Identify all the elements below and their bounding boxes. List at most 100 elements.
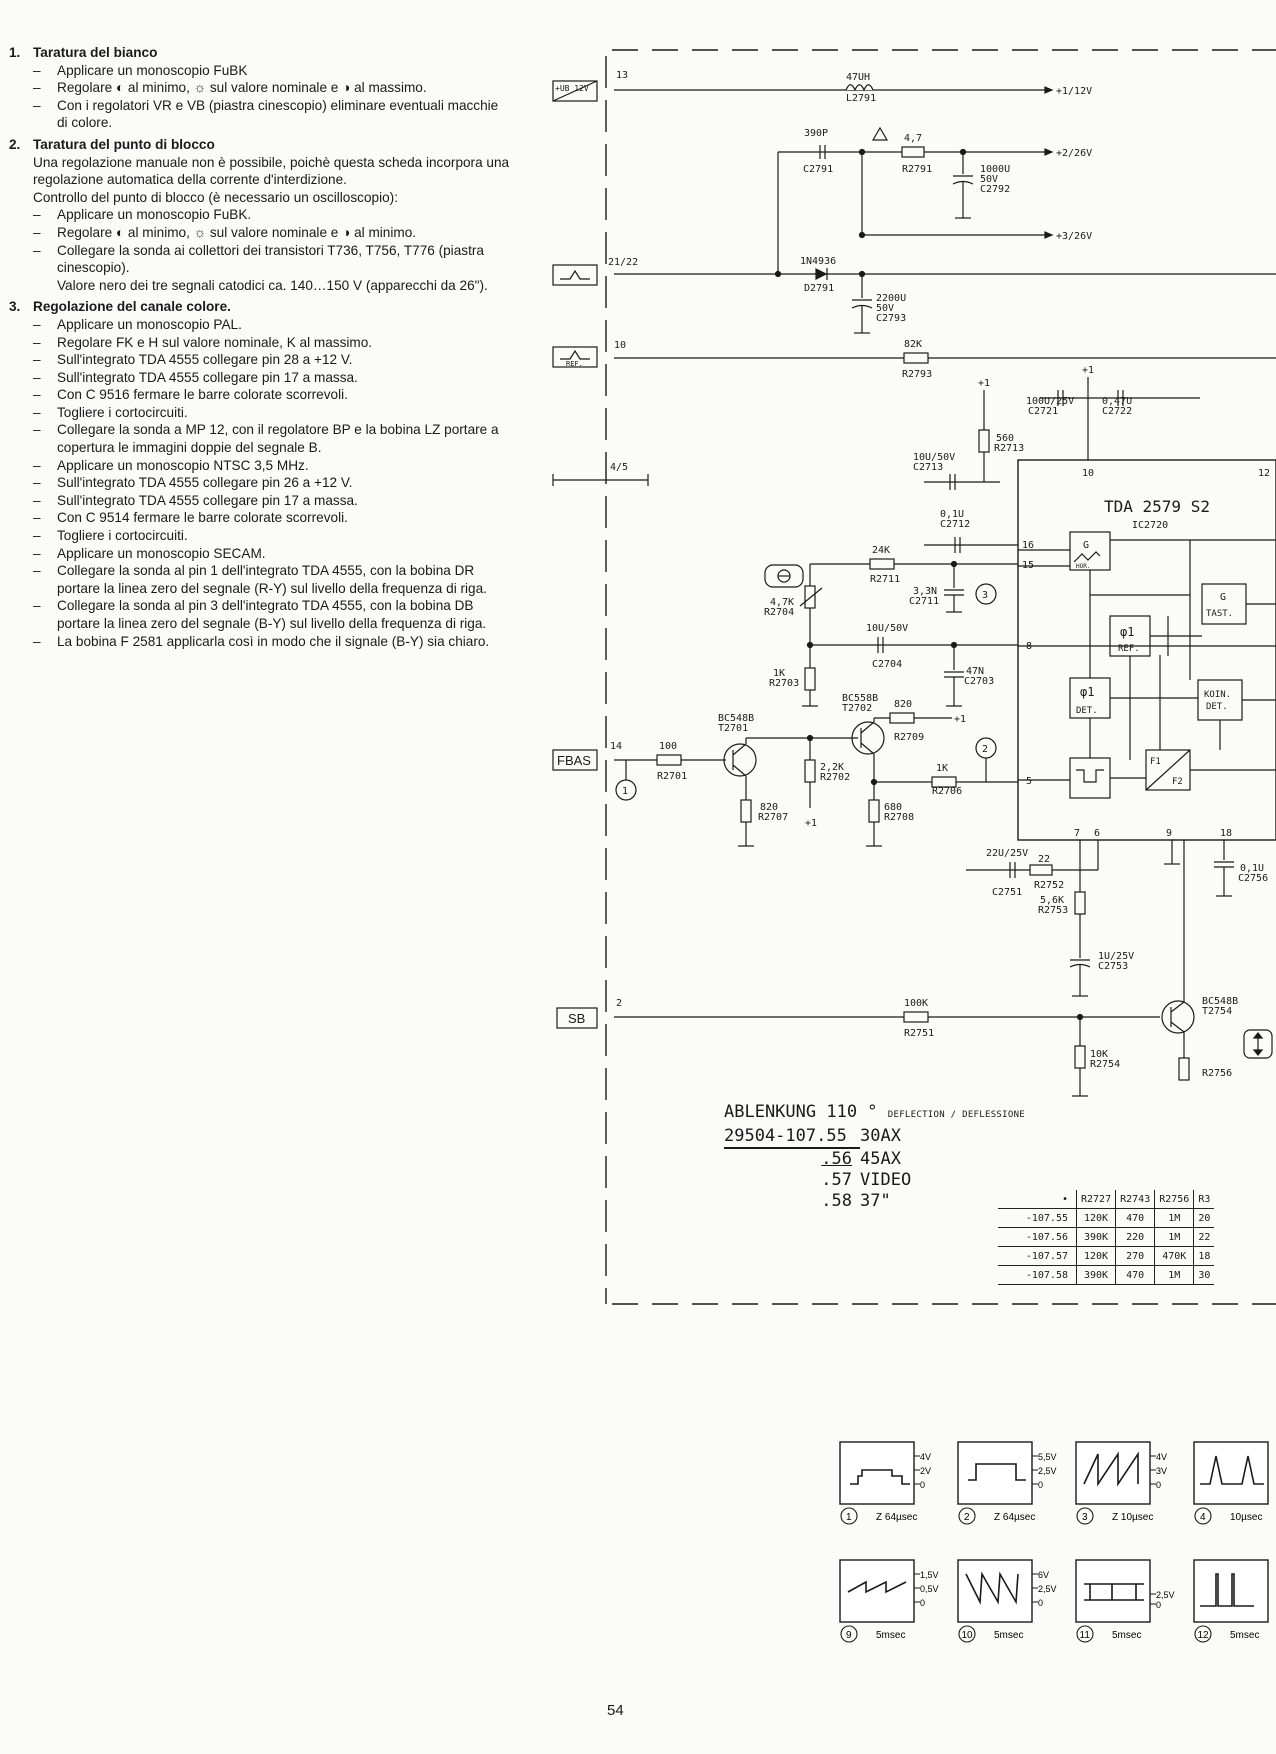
pin-label: 13 bbox=[616, 70, 628, 81]
oscillogram-level: 1,5V bbox=[920, 1570, 939, 1580]
r2704-ref: R2704 bbox=[764, 607, 794, 618]
c2703-ref: C2703 bbox=[964, 676, 994, 687]
r2702-ref: R2702 bbox=[820, 772, 850, 783]
ic-ref: IC2720 bbox=[1132, 520, 1168, 531]
list-item: –Applicare un monoscopio FuBK bbox=[9, 62, 511, 80]
c2711-ref: C2711 bbox=[909, 596, 939, 607]
r2711-ref: R2711 bbox=[870, 574, 900, 585]
fbas-label: FBAS bbox=[557, 753, 591, 768]
r2754-value: 10K bbox=[1090, 1049, 1108, 1060]
c2751-ref: C2751 bbox=[992, 887, 1022, 898]
table-cell: -107.57 bbox=[998, 1246, 1077, 1266]
list-item-text: Applicare un monoscopio FuBK. bbox=[57, 207, 252, 223]
bullet-dash: – bbox=[33, 352, 41, 368]
oscillogram-number: 11 bbox=[1080, 1630, 1091, 1641]
rail-label: +1 bbox=[954, 714, 966, 725]
r2752-ref: R2752 bbox=[1034, 880, 1064, 891]
list-item-text: Applicare un monoscopio FuBK bbox=[57, 62, 248, 78]
r2753-value: 5,6K bbox=[1040, 895, 1064, 906]
r2708-value: 680 bbox=[884, 802, 902, 813]
ic-pin: 7 bbox=[1074, 828, 1080, 839]
oscillogram-level: 0 bbox=[1156, 1600, 1161, 1610]
r2701-value: 100 bbox=[659, 741, 677, 752]
bullet-dash: – bbox=[33, 528, 41, 544]
test-point-2: 2 bbox=[982, 744, 988, 755]
c2792-ref: C2792 bbox=[980, 184, 1010, 195]
table-cell: 1M bbox=[1154, 1227, 1195, 1247]
alignment-instructions: 1.Taratura del bianco–Applicare un monos… bbox=[9, 44, 511, 654]
deflection-variant-row: .57 VIDEO bbox=[724, 1170, 1025, 1191]
test-point-3: 3 bbox=[982, 590, 988, 601]
r2701-ref: R2701 bbox=[657, 771, 687, 782]
list-item: –Applicare un monoscopio FuBK. bbox=[9, 206, 511, 224]
table-cell: 120K bbox=[1075, 1246, 1117, 1266]
oscillogram-timebase: 5msec bbox=[876, 1630, 905, 1641]
table-cell: -107.55 bbox=[998, 1208, 1077, 1228]
section-number: 3. bbox=[9, 299, 21, 315]
svg-text:G: G bbox=[1220, 592, 1226, 603]
c2721-value: 100U/25V bbox=[1026, 396, 1074, 407]
oscillogram-level: 5,5V bbox=[1038, 1452, 1057, 1462]
oscillogram-timebase: 5msec bbox=[1112, 1630, 1141, 1641]
r2703-ref: R2703 bbox=[769, 678, 799, 689]
table-header: R2727 bbox=[1075, 1190, 1117, 1209]
c2721-ref: C2721 bbox=[1028, 406, 1058, 417]
ic-pin: 5 bbox=[1026, 776, 1032, 787]
oscillogram-level: 0 bbox=[920, 1598, 925, 1608]
table-cell: 390K bbox=[1075, 1227, 1117, 1247]
bullet-dash: – bbox=[33, 207, 41, 223]
table-cell: 120K bbox=[1075, 1208, 1117, 1228]
oscillogram-level: 0,5V bbox=[920, 1584, 939, 1594]
list-item: –Sull'integrato TDA 4555 collegare pin 2… bbox=[9, 351, 511, 369]
section-title-text: Taratura del bianco bbox=[33, 45, 158, 60]
pin-label: 14 bbox=[610, 741, 622, 752]
deflection-variants-legend: ABLENKUNG 110 ° DEFLECTION / DEFLESSIONE… bbox=[724, 1102, 1025, 1212]
variant-code: .57 bbox=[821, 1170, 852, 1190]
variant-type: VIDEO bbox=[860, 1170, 912, 1190]
r2709-ref: R2709 bbox=[894, 732, 924, 743]
instruction-section: 1.Taratura del bianco–Applicare un monos… bbox=[9, 44, 511, 132]
r2793-ref: R2793 bbox=[902, 369, 932, 380]
oscillogram-level: 0 bbox=[1038, 1598, 1043, 1608]
list-item-text: Con C 9516 fermare le barre colorate sco… bbox=[57, 387, 348, 403]
c2751-value: 22U/25V bbox=[986, 848, 1028, 859]
oscillogram-level: 6V bbox=[1038, 1570, 1049, 1580]
list-item: –Collegare la sonda a MP 12, con il rego… bbox=[9, 421, 511, 456]
oscillogram-timebase: Z 10µsec bbox=[1112, 1512, 1153, 1523]
c2793-value: 2200U bbox=[876, 293, 906, 304]
list-item-text: Collegare la sonda a MP 12, con il regol… bbox=[57, 422, 499, 456]
list-item-text: Sull'integrato TDA 4555 collegare pin 26… bbox=[57, 475, 353, 491]
bullet-dash: – bbox=[33, 475, 41, 491]
r2702-value: 2,2K bbox=[820, 762, 844, 773]
ic-tda2579: TDA 2579 S2 IC2720 10 12 16 15 8 5 7 6 9… bbox=[1017, 459, 1276, 841]
svg-text:KOIN.: KOIN. bbox=[1204, 690, 1231, 700]
ic-pin: 18 bbox=[1220, 828, 1232, 839]
list-item: –Togliere i cortocircuiti. bbox=[9, 527, 511, 545]
section-title: 1.Taratura del bianco bbox=[9, 44, 511, 62]
ic-pin: 16 bbox=[1022, 540, 1034, 551]
c2711-value: 3,3N bbox=[913, 586, 937, 597]
svg-text:DET.: DET. bbox=[1076, 706, 1098, 716]
bullet-dash: – bbox=[33, 242, 41, 258]
table-cell: 390K bbox=[1075, 1265, 1117, 1285]
l2791-value: 47UH bbox=[846, 72, 870, 83]
r2756-ref: R2756 bbox=[1202, 1068, 1232, 1079]
paragraph: Una regolazione manuale non è possibile,… bbox=[33, 154, 510, 188]
variant-code: .58 bbox=[821, 1191, 852, 1211]
bullet-dash: – bbox=[33, 510, 41, 526]
list-item-text: Collegare la sonda ai collettori dei tra… bbox=[57, 242, 484, 276]
r2751-value: 100K bbox=[904, 998, 928, 1009]
list-item: –Applicare un monoscopio NTSC 3,5 MHz. bbox=[9, 457, 511, 475]
list-item: –Sull'integrato TDA 4555 collegare pin 1… bbox=[9, 369, 511, 387]
c2722-value: 0,47U bbox=[1102, 396, 1132, 407]
list-item: –Sull'integrato TDA 4555 collegare pin 2… bbox=[9, 474, 511, 492]
r2793-value: 82K bbox=[904, 339, 922, 350]
frame-dashed bbox=[612, 49, 1276, 1305]
oscillogram-level: 2,5V bbox=[1038, 1584, 1057, 1594]
bullet-dash: – bbox=[33, 422, 41, 438]
list-item-text: Applicare un monoscopio PAL. bbox=[57, 316, 242, 332]
